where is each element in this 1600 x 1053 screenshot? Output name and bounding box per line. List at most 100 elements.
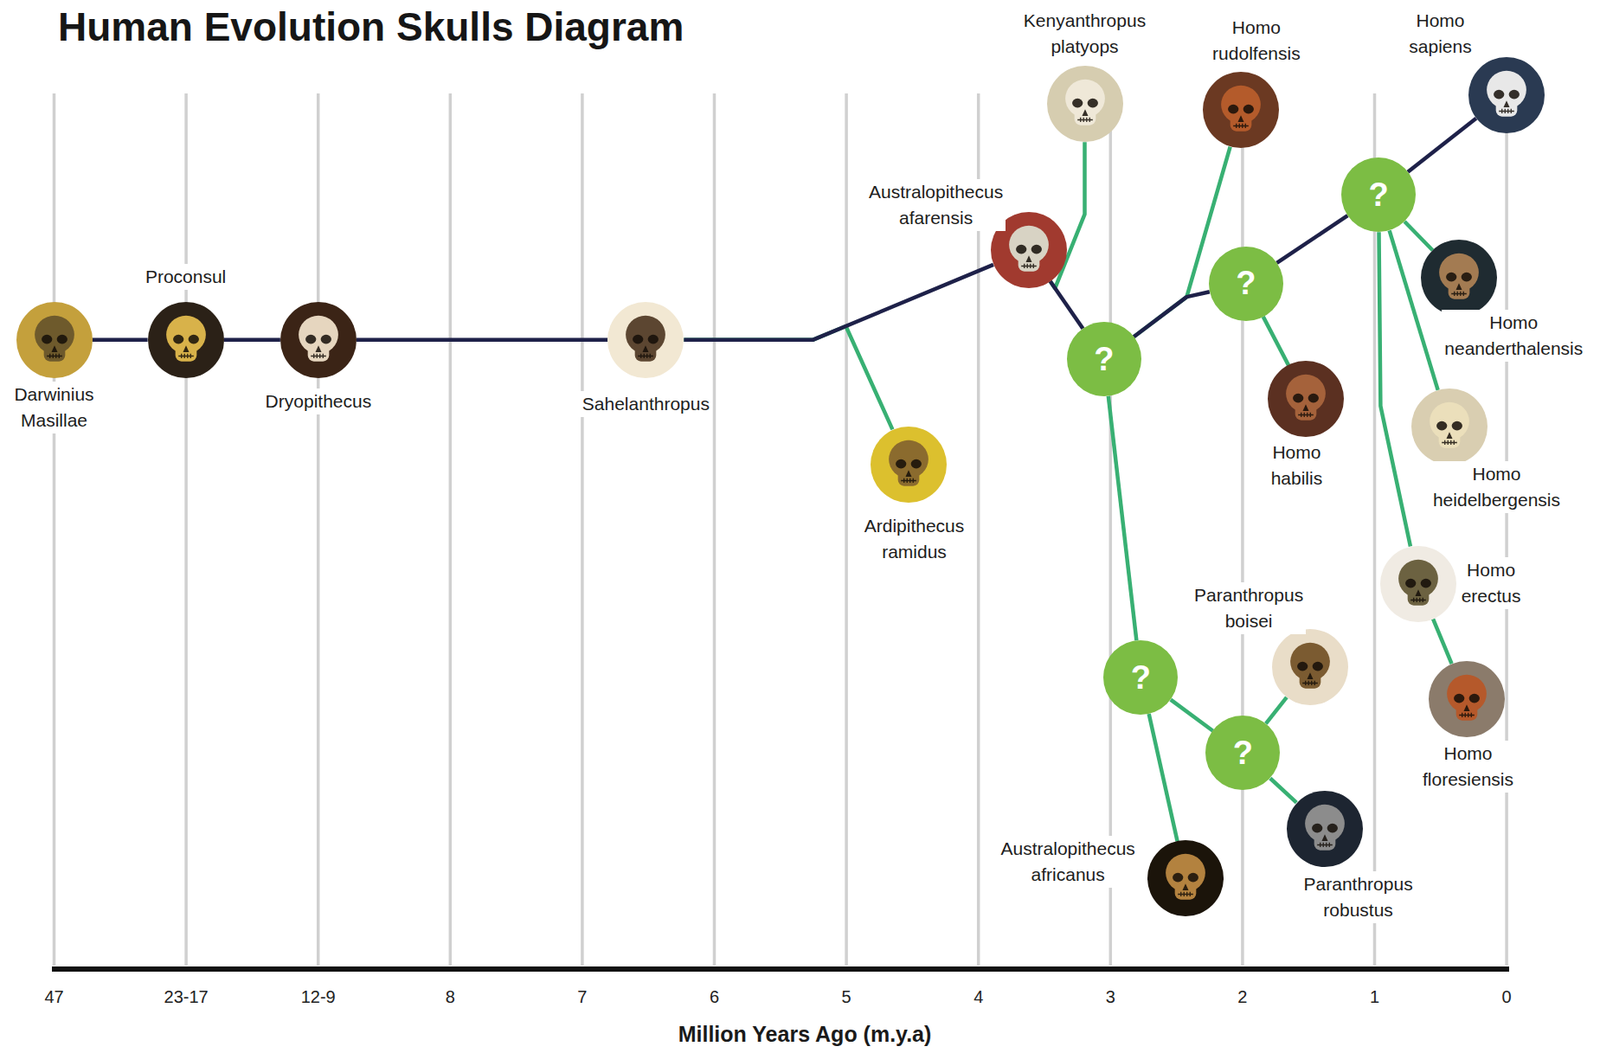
skull-picture (147, 302, 225, 379)
nose-opening (1307, 672, 1314, 680)
eye-socket (321, 334, 332, 345)
skull-cranium (34, 315, 75, 354)
species-label: Homo heidelbergensis (1430, 461, 1563, 514)
skull-teeth (1233, 123, 1249, 129)
ancestor-circle-fill (1205, 715, 1280, 791)
lineage-line (1270, 777, 1297, 803)
eye-socket (1468, 693, 1479, 704)
eye-socket (187, 334, 199, 345)
species-node: Australopithecus afarensis (990, 212, 1067, 289)
picture-ground (1286, 790, 1363, 868)
unknown-ancestor-node: ? (1066, 321, 1142, 397)
picture-ground (1267, 360, 1344, 437)
lineage-line (683, 264, 994, 341)
species-label: Proconsul (142, 263, 229, 290)
skull-picture (280, 302, 357, 379)
unknown-ancestor-node: ? (1103, 640, 1178, 715)
ancestor-circle-fill (1103, 640, 1178, 715)
picture-ground (147, 302, 225, 379)
eye-socket (1172, 873, 1183, 883)
eye-socket (895, 458, 907, 469)
eye-socket (173, 334, 184, 345)
time-axis (51, 966, 1510, 972)
eye-socket (1311, 822, 1323, 833)
axis-tick-label: 2 (1237, 986, 1247, 1008)
ancestor-circle-fill (1066, 321, 1142, 397)
eye-socket (1030, 244, 1041, 255)
skull-jaw (1455, 700, 1478, 721)
nose-opening (1456, 282, 1463, 290)
skull-teeth (310, 353, 327, 359)
skull-cranium (1008, 225, 1049, 264)
axis-tick-label: 6 (709, 986, 720, 1008)
skull-teeth (1177, 892, 1194, 897)
eye-socket (1015, 244, 1027, 255)
eye-socket (1420, 578, 1432, 588)
diagram-title: Human Evolution Skulls Diagram (57, 5, 684, 50)
axis-tick-label: 0 (1502, 986, 1512, 1008)
species-node: Paranthropus robustus (1286, 790, 1363, 868)
eye-socket (1453, 693, 1465, 704)
species-label: Homo rudolfensis (1209, 14, 1304, 67)
species-node: Homo erectus (1380, 546, 1457, 623)
unknown-ancestor-node: ? (1208, 246, 1284, 322)
picture-ground (1380, 546, 1457, 623)
eye-socket (1326, 822, 1337, 833)
eye-socket (1072, 98, 1083, 109)
nose-opening (1303, 404, 1310, 412)
picture-ground (1420, 239, 1498, 316)
question-mark: ? (1103, 640, 1178, 715)
ancestor-circle-fill (1341, 157, 1416, 232)
skull-cranium (1486, 70, 1527, 110)
picture-ground (1272, 629, 1349, 706)
species-label: Homo floresiensis (1420, 740, 1517, 793)
axis-tick-label: 8 (445, 986, 456, 1008)
skull-picture (1147, 840, 1224, 917)
eye-socket (1508, 89, 1519, 100)
species-label: Homo erectus (1458, 557, 1524, 610)
grid-line (1240, 93, 1245, 966)
skull-jaw (1299, 668, 1322, 689)
skull-jaw (1495, 96, 1517, 116)
skull-teeth (178, 353, 194, 359)
axis-tick-label: 12-9 (301, 986, 336, 1008)
unknown-ancestor-node: ? (1205, 715, 1280, 791)
axis-tick-label: 5 (841, 986, 852, 1008)
grid-line (449, 93, 453, 966)
eye-socket (305, 334, 316, 345)
skull-picture (1286, 790, 1363, 868)
grid-line (844, 93, 849, 966)
skull-jaw (1017, 251, 1040, 272)
eye-socket (1451, 421, 1462, 431)
skull-teeth (1021, 263, 1037, 269)
nose-opening (1463, 704, 1470, 712)
lineage-line (1265, 697, 1287, 725)
lineage-line (1050, 281, 1084, 329)
eye-socket (56, 334, 67, 345)
skull-teeth (1498, 109, 1515, 114)
skull-jaw (43, 340, 65, 361)
axis-title: Million Years Ago (m.y.a) (678, 1021, 932, 1048)
species-node: Ardipithecus ramidus (870, 426, 947, 503)
skull-picture (870, 426, 947, 503)
skull-jaw (1073, 105, 1096, 126)
grid-line (1504, 93, 1509, 966)
species-node: Kenyanthropus platyops (1047, 65, 1124, 142)
lineage-line (356, 337, 609, 342)
eye-socket (1493, 89, 1504, 100)
skull-picture (1428, 661, 1505, 738)
picture-ground (16, 302, 93, 379)
skull-jaw (1313, 829, 1336, 850)
skull-picture (1468, 57, 1545, 134)
skull-cranium (1220, 85, 1261, 124)
species-label: Australopithecus africanus (998, 835, 1138, 888)
grid-line (580, 93, 585, 966)
eye-socket (1308, 393, 1319, 404)
skull-cranium (626, 315, 667, 354)
species-node: Homo heidelbergensis (1411, 388, 1488, 465)
skull-teeth (1077, 117, 1093, 123)
nose-opening (182, 345, 189, 353)
skull-picture (16, 302, 93, 379)
skull-teeth (1298, 412, 1315, 418)
skull-jaw (1438, 428, 1460, 449)
